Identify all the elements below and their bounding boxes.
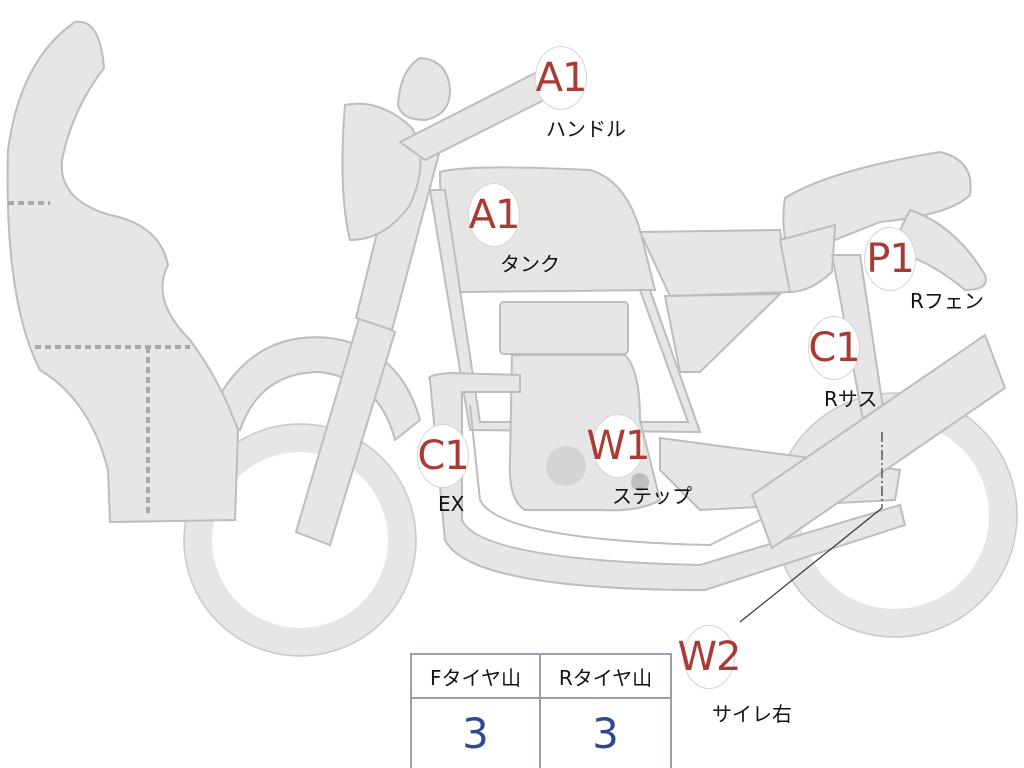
marker-code: W2 [677, 634, 742, 680]
marker-label-tank: タンク [500, 252, 560, 276]
marker-badge-muffler: W2 [678, 625, 742, 689]
rear-fender [888, 208, 987, 292]
exhaust-pipe-inner [469, 404, 761, 547]
muffler [750, 333, 1007, 550]
engine-top [499, 301, 629, 355]
footpeg-left [631, 473, 649, 491]
rear-tire-value: 3 [592, 709, 619, 758]
marker-label-footpeg: ステップ [612, 484, 692, 508]
seat-base [778, 223, 837, 294]
front-tire-value: 3 [412, 699, 541, 768]
marker-label-handlebar: ハンドル [546, 117, 626, 141]
marker-badge-rear-fender: P1 [864, 227, 916, 291]
marker-code: C1 [417, 433, 469, 479]
marker-badge-handlebar: A1 [535, 46, 587, 110]
marker-code: A1 [468, 192, 521, 238]
front-tire-header: Fタイヤ山 [412, 655, 541, 699]
marker-code: W1 [586, 423, 651, 469]
marker-code: C1 [808, 325, 860, 371]
front-wheel-edge [183, 423, 417, 657]
marker-badge-tank: A1 [468, 183, 520, 247]
side-cover [638, 228, 792, 298]
marker-badge-footpeg: W1 [587, 414, 651, 478]
leader-line-diagonal [739, 507, 883, 623]
marker-code: P1 [866, 236, 915, 282]
marker-label-rear-fender: Rフェン [910, 289, 984, 313]
front-cowl [6, 20, 240, 524]
exhaust-pipe [428, 371, 907, 592]
mirror [396, 56, 452, 122]
marker-badge-exhaust: C1 [417, 424, 470, 488]
tire-tread-table: Fタイヤ山 Rタイヤ山 3 3 [410, 653, 672, 768]
engine-cover [546, 446, 586, 486]
front-wheel [184, 424, 416, 656]
marker-badge-rear-shock: C1 [808, 316, 861, 380]
marker-label-rear-shock: Rサス [824, 387, 878, 411]
marker-code: A1 [535, 55, 588, 101]
rear-tire-header: Rタイヤ山 [541, 655, 670, 699]
marker-label-exhaust: EX [438, 492, 465, 516]
headlight [341, 102, 422, 242]
lower-cover [663, 292, 783, 373]
marker-label-muffler: サイレ右 [712, 702, 792, 726]
